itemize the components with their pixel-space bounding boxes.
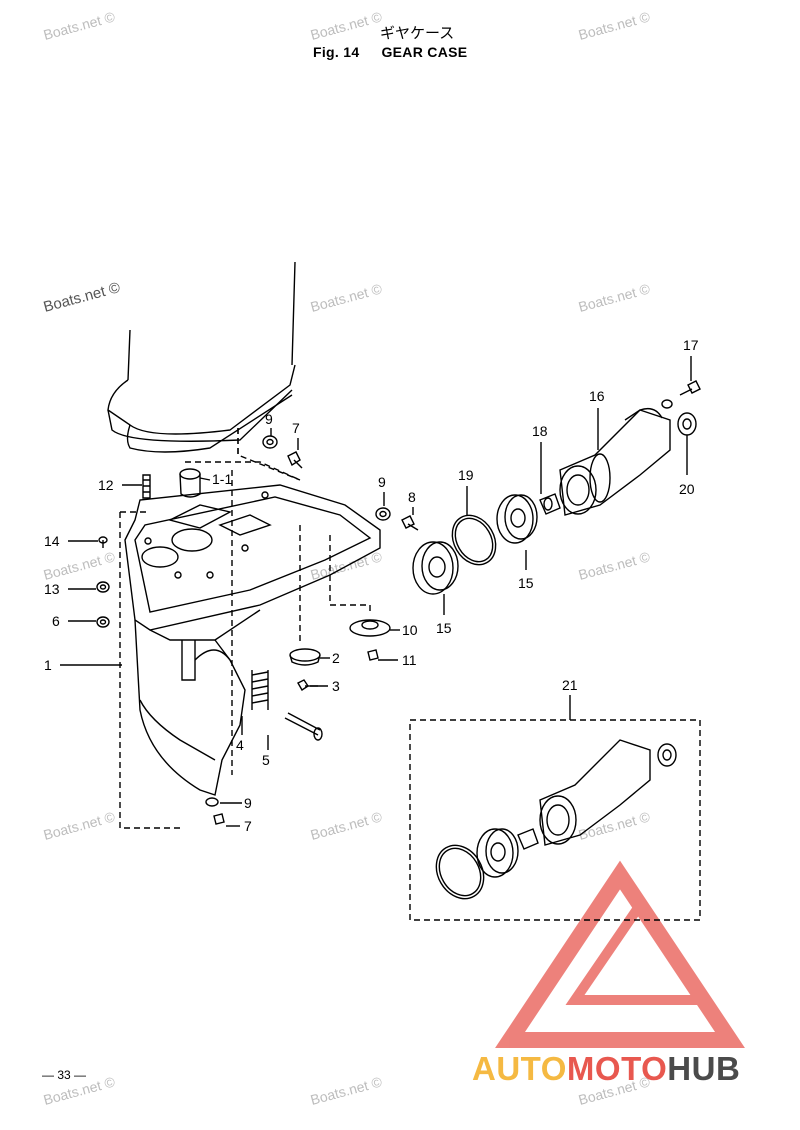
callout-2: 2: [332, 650, 340, 666]
watermark: Boats.net ©: [42, 548, 118, 583]
callout-13: 13: [44, 581, 60, 597]
callout-14: 14: [44, 533, 60, 549]
watermark: Boats.net ©: [577, 548, 653, 583]
callout-17: 17: [683, 337, 699, 353]
callout-4: 4: [236, 737, 244, 753]
callout-19: 19: [458, 467, 474, 483]
callout-8: 8: [408, 489, 416, 505]
callout-5: 5: [262, 752, 270, 768]
gear-case-drawing: [60, 261, 701, 921]
watermark: Boats.net ©: [309, 808, 385, 843]
callout-3: 3: [332, 678, 340, 694]
automotohub-logo: AUTOMOTOHUB: [472, 1050, 740, 1088]
callout-16: 16: [589, 388, 605, 404]
watermark: Boats.net ©: [309, 1073, 385, 1108]
callout-15: 15: [518, 575, 534, 591]
callout-20: 20: [679, 481, 695, 497]
callout-7: 7: [292, 420, 300, 436]
logo-text-moto: MOTO: [566, 1050, 668, 1087]
watermark: Boats.net ©: [577, 808, 653, 843]
watermark: Boats.net ©: [577, 280, 653, 315]
callout-layer: 1 1-1 2 3 4 5 6 7 7 8 9 9 9 10 11 12 13 …: [44, 337, 699, 834]
logo-text-hub: HUB: [667, 1050, 741, 1087]
watermark: Boats.net ©: [42, 808, 118, 843]
callout-18: 18: [532, 423, 548, 439]
watermark: Boats.net ©: [42, 279, 122, 316]
callout-6: 6: [52, 613, 60, 629]
logo-text-auto: AUTO: [472, 1050, 567, 1087]
logo-triangle-icon: [495, 860, 745, 1048]
watermark: Boats.net ©: [309, 280, 385, 315]
diagram-title-japanese: ギヤケース: [380, 24, 455, 42]
callout-1: 1: [44, 657, 52, 673]
figure-number: Fig. 14: [313, 44, 360, 60]
watermark-layer: Boats.net © Boats.net © Boats.net © Boat…: [42, 8, 653, 1108]
diagram-title: Fig. 14 GEAR CASE: [313, 44, 467, 60]
callout-21: 21: [562, 677, 578, 693]
watermark: Boats.net ©: [309, 8, 385, 43]
callout-9: 9: [265, 411, 273, 427]
callout-15: 15: [436, 620, 452, 636]
page-number: — 33 —: [42, 1068, 87, 1082]
callout-11: 11: [402, 652, 417, 668]
callout-7: 7: [244, 818, 252, 834]
watermark: Boats.net ©: [577, 8, 653, 43]
watermark: Boats.net ©: [42, 8, 118, 43]
callout-9: 9: [378, 474, 386, 490]
callout-10: 10: [402, 622, 418, 638]
figure-caption: GEAR CASE: [381, 44, 468, 60]
callout-1-1: 1-1: [212, 471, 232, 487]
callout-9: 9: [244, 795, 252, 811]
callout-12: 12: [98, 477, 114, 493]
